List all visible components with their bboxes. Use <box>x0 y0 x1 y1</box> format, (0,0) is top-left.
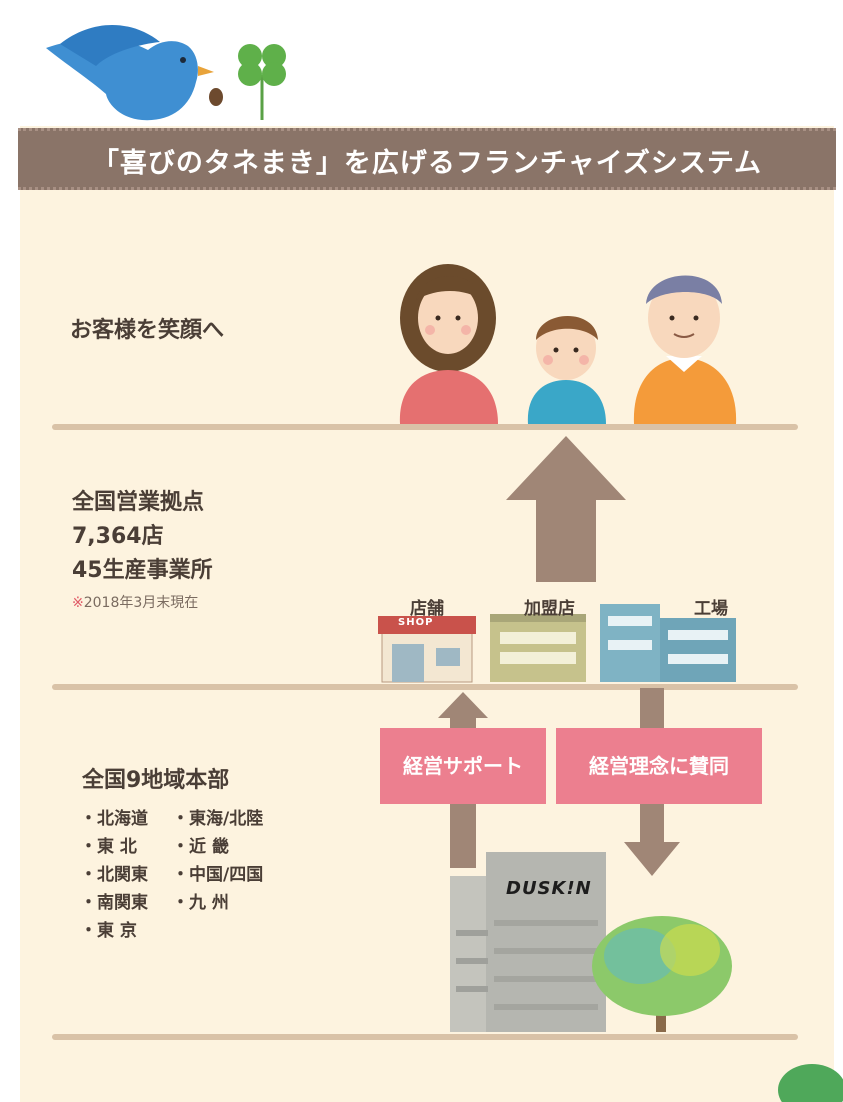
member-store-label: 加盟店 <box>524 599 575 619</box>
shelf-top <box>52 424 798 430</box>
store-icon <box>490 614 586 682</box>
region-kinki: ・近 畿 <box>172 837 229 857</box>
region-kyushu: ・九 州 <box>172 893 229 913</box>
region-tokai-hokuriku: ・東海/北陸 <box>172 809 264 829</box>
bases-factory-count: 45生産事業所 <box>72 558 213 583</box>
bases-summary: 全国営業拠点 7,364店 45生産事業所 <box>72 486 213 588</box>
grandfather-icon <box>633 275 737 424</box>
headquarters-building-icon <box>450 852 606 1032</box>
region-minamikanto: ・南関東 <box>80 893 148 913</box>
note-mark: ※ <box>72 595 84 611</box>
factory-icon <box>600 604 736 682</box>
customers-label: お客様を笑顔へ <box>70 318 225 343</box>
upward-arrow-icon <box>506 436 626 582</box>
region-chugoku-shikoku: ・中国/四国 <box>172 865 264 885</box>
company-logo: DUSK!N <box>506 878 592 899</box>
leaf-icon <box>778 1064 843 1102</box>
region-tohoku: ・東 北 <box>80 837 137 857</box>
shelf-bottom <box>52 1034 798 1040</box>
region-kitakanto: ・北関東 <box>80 865 148 885</box>
bases-title: 全国営業拠点 <box>72 490 205 515</box>
title-banner: 「喜びのタネまき」を広げるフランチャイズシステム <box>18 128 836 190</box>
bluebird-icon <box>46 24 223 121</box>
shop-label: 店舗 <box>410 599 444 619</box>
shop-icon <box>378 616 476 683</box>
management-support-label: 経営サポート <box>380 728 546 804</box>
region-hokkaido: ・北海道 <box>80 809 148 829</box>
clover-icon <box>238 44 286 120</box>
philosophy-agreement-label: 経営理念に賛同 <box>556 728 762 804</box>
note-text: 2018年3月末現在 <box>83 595 199 611</box>
tree-icon <box>592 916 732 1032</box>
region-tokyo: ・東 京 <box>80 921 137 941</box>
factory-label: 工場 <box>694 599 728 619</box>
bases-store-count: 7,364店 <box>72 524 164 549</box>
bases-date-note: ※2018年3月末現在 <box>72 592 198 612</box>
shelf-middle <box>52 684 798 690</box>
woman-icon <box>399 264 498 424</box>
banner-title: 「喜びのタネまき」を広げるフランチャイズシステム <box>91 148 763 179</box>
boy-icon <box>527 315 606 424</box>
headquarters-label: 全国9地域本部 <box>82 768 230 793</box>
shop-sign: SHOP <box>398 617 434 628</box>
